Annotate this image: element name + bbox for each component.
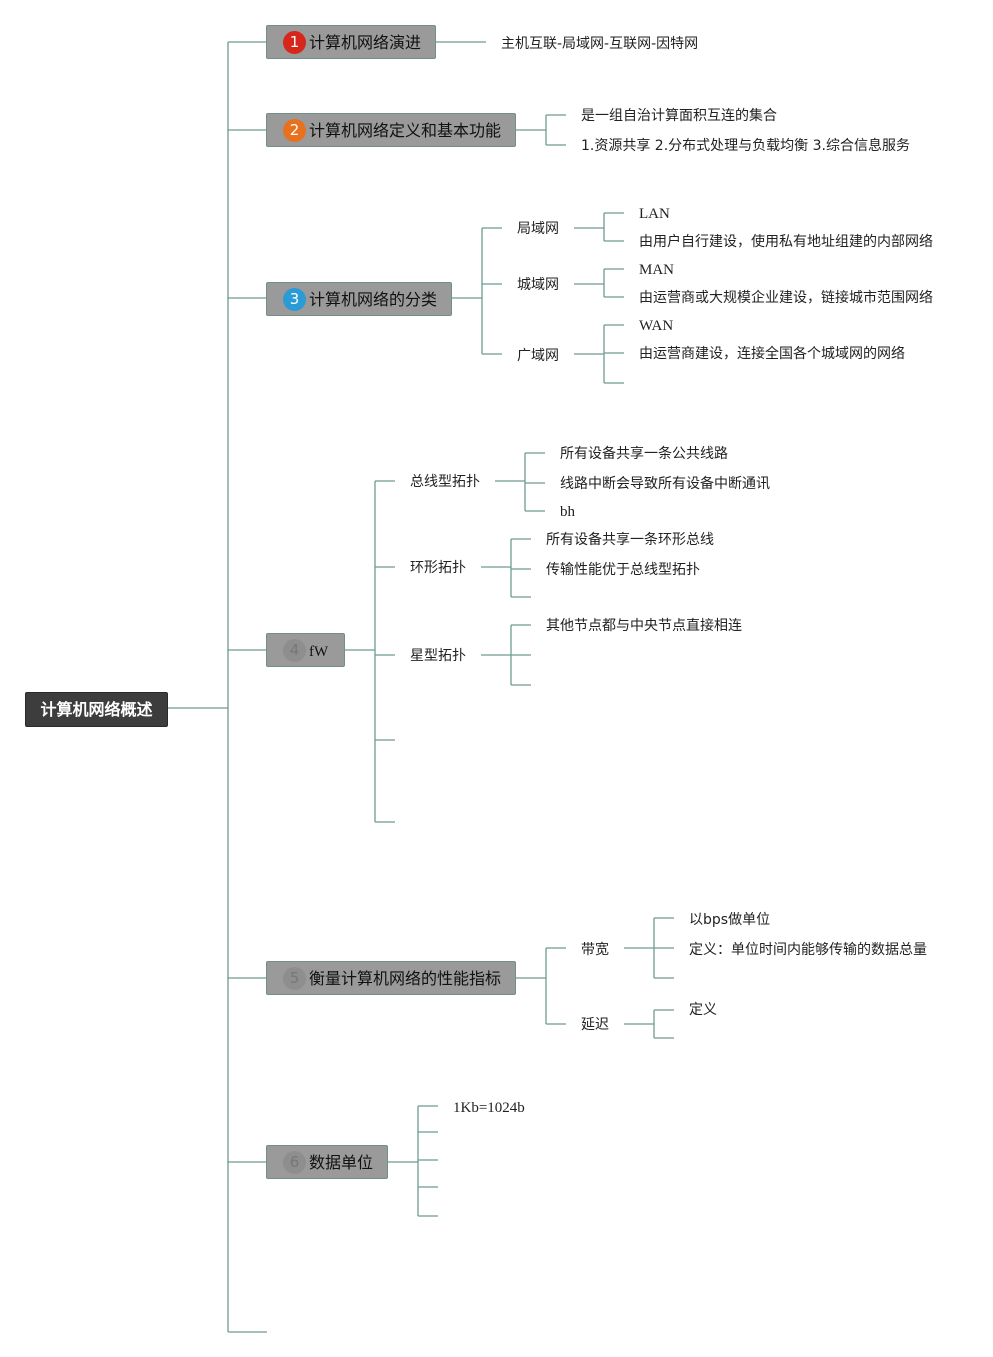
- leaf-functions[interactable]: 1.资源共享 2.分布式处理与负载均衡 3.综合信息服务: [581, 138, 910, 154]
- number-badge-icon: 4: [283, 639, 306, 662]
- leaf-bandwidth-def[interactable]: 定义：单位时间内能够传输的数据总量: [689, 942, 927, 958]
- root-node[interactable]: 计算机网络概述: [25, 692, 168, 727]
- node-lan[interactable]: 局域网: [517, 221, 559, 237]
- number-badge-icon: 3: [283, 288, 306, 311]
- leaf-bus-3[interactable]: bh: [560, 504, 575, 520]
- leaf-wan-abbr[interactable]: WAN: [639, 318, 674, 334]
- branch-label: 数据单位: [309, 1153, 374, 1172]
- leaf-wan-desc[interactable]: 由运营商建设，连接全国各个城域网的网络: [639, 346, 905, 362]
- branch-node-1[interactable]: 1 计算机网络演进: [266, 25, 436, 59]
- leaf-bus-2[interactable]: 线路中断会导致所有设备中断通讯: [560, 476, 770, 492]
- leaf-bandwidth-unit[interactable]: 以bps做单位: [689, 912, 771, 928]
- node-latency[interactable]: 延迟: [581, 1017, 609, 1033]
- branch-label: fW: [309, 644, 329, 660]
- leaf-ring-1[interactable]: 所有设备共享一条环形总线: [546, 532, 714, 548]
- leaf-ring-2[interactable]: 传输性能优于总线型拓扑: [546, 562, 700, 578]
- number-badge-icon: 2: [283, 119, 306, 142]
- leaf-man-desc[interactable]: 由运营商或大规模企业建设，链接城市范围网络: [639, 290, 933, 306]
- branch-node-6[interactable]: 6 数据单位: [266, 1145, 388, 1179]
- number-badge-icon: 1: [283, 31, 306, 54]
- node-bandwidth[interactable]: 带宽: [581, 942, 609, 958]
- leaf-man-abbr[interactable]: MAN: [639, 262, 675, 278]
- leaf-star-1[interactable]: 其他节点都与中央节点直接相连: [546, 618, 742, 634]
- branch-node-2[interactable]: 2 计算机网络定义和基本功能: [266, 113, 516, 147]
- leaf-data-unit[interactable]: 1Kb=1024b: [453, 1100, 525, 1116]
- leaf-latency-def[interactable]: 定义: [689, 1002, 717, 1018]
- branch-label: 衡量计算机网络的性能指标: [309, 969, 502, 988]
- number-badge-icon: 6: [283, 1151, 306, 1174]
- leaf-lan-abbr[interactable]: LAN: [639, 206, 670, 222]
- branch-node-5[interactable]: 5 衡量计算机网络的性能指标: [266, 961, 516, 995]
- branch-label: 计算机网络演进: [309, 33, 422, 52]
- node-bus-topology[interactable]: 总线型拓扑: [410, 474, 480, 490]
- node-wan[interactable]: 广域网: [517, 348, 559, 364]
- number-badge-icon: 5: [283, 967, 306, 990]
- root-label: 计算机网络概述: [40, 700, 153, 719]
- leaf-bus-1[interactable]: 所有设备共享一条公共线路: [560, 446, 728, 462]
- node-man[interactable]: 城域网: [517, 277, 559, 293]
- leaf-definition[interactable]: 是一组自治计算面积互连的集合: [581, 108, 777, 124]
- branch-node-3[interactable]: 3 计算机网络的分类: [266, 282, 452, 316]
- leaf-evolution[interactable]: 主机互联-局域网-互联网-因特网: [501, 36, 699, 52]
- node-star-topology[interactable]: 星型拓扑: [410, 648, 466, 664]
- branch-label: 计算机网络定义和基本功能: [309, 121, 502, 140]
- leaf-lan-desc[interactable]: 由用户自行建设，使用私有地址组建的内部网络: [639, 234, 933, 250]
- node-ring-topology[interactable]: 环形拓扑: [410, 560, 466, 576]
- branch-label: 计算机网络的分类: [309, 290, 438, 309]
- branch-node-4[interactable]: 4 fW: [266, 633, 345, 667]
